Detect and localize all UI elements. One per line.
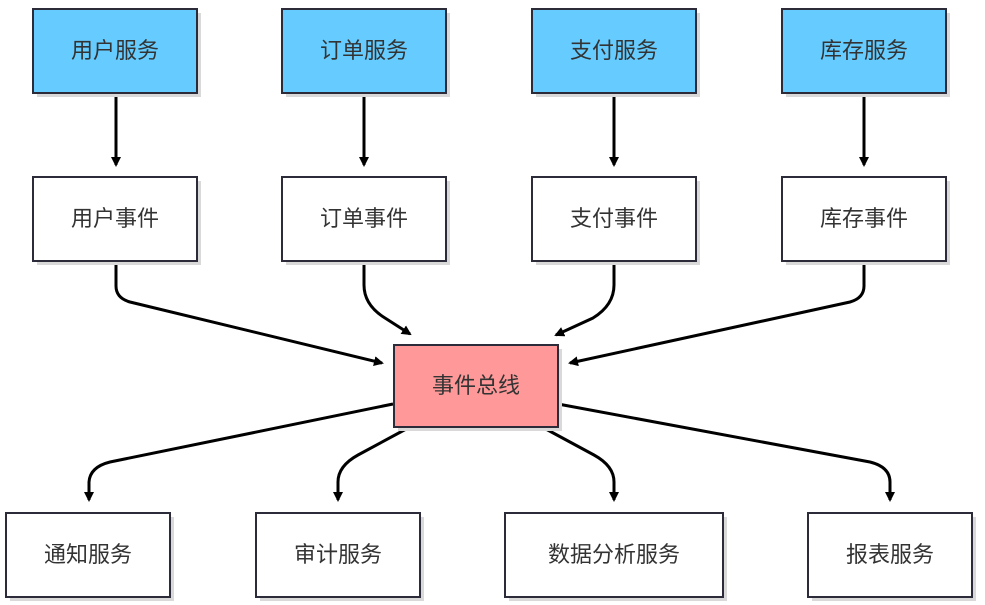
node-user-service[interactable]: 用户服务	[32, 8, 201, 97]
services-row: 用户服务 订单服务 支付服务 库存服务	[32, 8, 950, 97]
consumers-row: 通知服务 审计服务 数据分析服务 报表服务	[5, 512, 976, 601]
node-box	[393, 344, 559, 428]
node-box	[32, 8, 198, 94]
node-box	[531, 8, 697, 94]
node-box	[781, 176, 947, 262]
edge-bus-to-audit	[333, 426, 409, 502]
node-box	[5, 512, 171, 598]
node-order-service[interactable]: 订单服务	[281, 8, 450, 97]
node-payment-event[interactable]: 支付事件	[531, 176, 700, 265]
node-label: 支付服务	[570, 39, 658, 64]
edge-bus-to-report	[557, 402, 895, 502]
node-label: 通知服务	[44, 543, 132, 568]
events-row: 用户事件 订单事件 支付事件 库存事件	[32, 176, 950, 265]
edge-bus-to-notification	[84, 402, 394, 502]
edge-bus-to-analytics	[543, 426, 619, 502]
node-label: 数据分析服务	[548, 543, 680, 568]
node-analytics-service[interactable]: 数据分析服务	[504, 512, 727, 601]
node-event-bus[interactable]: 事件总线	[393, 344, 562, 431]
node-report-service[interactable]: 报表服务	[807, 512, 976, 601]
node-audit-service[interactable]: 审计服务	[255, 512, 424, 601]
node-label: 支付事件	[570, 207, 658, 232]
edge-order-event-to-bus	[362, 261, 412, 336]
node-box	[781, 8, 947, 94]
node-label: 用户服务	[71, 39, 159, 64]
node-order-event[interactable]: 订单事件	[281, 176, 450, 265]
node-box	[281, 176, 447, 262]
node-inventory-event[interactable]: 库存事件	[781, 176, 950, 265]
edge-user-event-to-bus	[114, 261, 384, 366]
node-box	[255, 512, 421, 598]
node-label: 库存事件	[820, 207, 908, 232]
node-label: 用户事件	[71, 207, 159, 232]
node-label: 订单服务	[320, 39, 408, 64]
node-payment-service[interactable]: 支付服务	[531, 8, 700, 97]
node-label: 订单事件	[320, 207, 408, 232]
node-box	[807, 512, 973, 598]
node-inventory-service[interactable]: 库存服务	[781, 8, 950, 97]
node-label: 库存服务	[820, 39, 908, 64]
node-label: 审计服务	[294, 543, 382, 568]
node-box	[504, 512, 724, 598]
node-box	[32, 176, 198, 262]
edge-payment-event-to-bus	[554, 261, 616, 337]
edge-inventory-event-to-bus	[568, 261, 866, 367]
edges	[84, 93, 895, 502]
node-box	[531, 176, 697, 262]
node-notification-service[interactable]: 通知服务	[5, 512, 174, 601]
node-label: 报表服务	[846, 543, 934, 568]
node-box	[281, 8, 447, 94]
node-user-event[interactable]: 用户事件	[32, 176, 201, 265]
node-label: 事件总线	[432, 374, 520, 399]
